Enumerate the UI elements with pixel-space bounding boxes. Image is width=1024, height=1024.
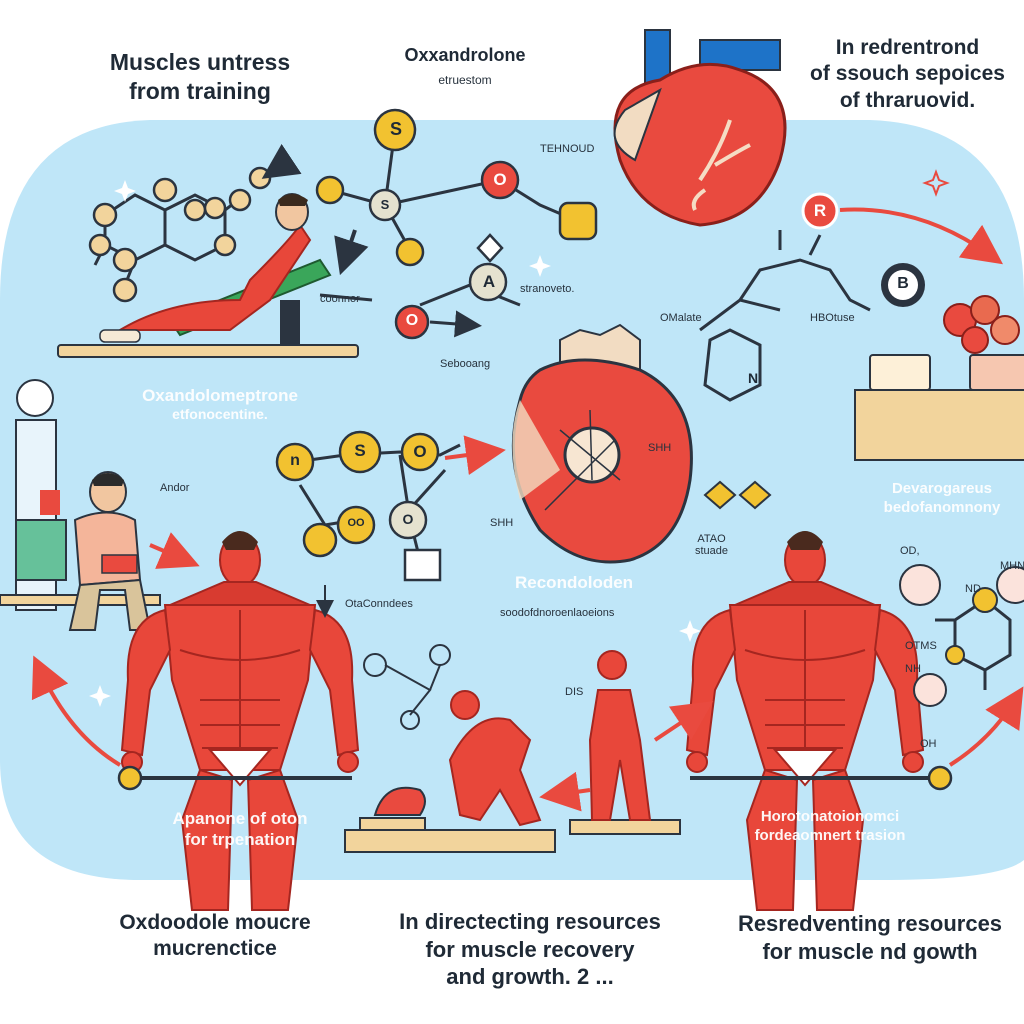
label-coonnor: coonnor: [320, 293, 360, 305]
atoms-center: [275, 430, 442, 582]
atom-label-o2: O: [405, 312, 419, 329]
atoms-right: [899, 564, 1024, 707]
heart-top-illustration: [613, 29, 787, 227]
arrow-center-right: [653, 701, 714, 742]
atoms-top-center: [315, 108, 598, 340]
arrow-small-1: [261, 143, 302, 179]
title-top-center: Oxxandrolone: [404, 45, 526, 65]
atom-label-s-yellow: S: [354, 441, 366, 460]
heart-center-illustration: [511, 323, 693, 564]
cog-cluster: [363, 644, 451, 730]
subtitle-top-center: etruestom: [438, 73, 492, 87]
arrow-cycle-left: [31, 655, 122, 767]
atom-r: [801, 192, 839, 230]
tissue-block-illustration: [854, 295, 1024, 461]
atom-label-b: B: [897, 275, 909, 292]
arrow-small-3: [429, 310, 482, 338]
lab-apparatus-illustration: [0, 379, 161, 611]
atom-label-a: A: [482, 272, 496, 291]
label-otms: OTMS: [905, 640, 937, 652]
label-otacondees: OtaConndees: [345, 598, 413, 610]
arrow-r-to-cells: [839, 207, 1004, 265]
molecule-nodes-top-left: [88, 166, 272, 303]
arrow-center-left: [539, 771, 591, 812]
diamond-pair: [703, 480, 772, 510]
atom-label-n-small: n: [290, 452, 300, 469]
reclining-athlete-illustration: [57, 193, 359, 358]
atom-label-o-gauge: O: [402, 511, 414, 527]
label-dis: DIS: [565, 686, 584, 698]
label-oh: OH: [920, 738, 937, 750]
arrow-molecule-to-heart: [444, 435, 506, 475]
exercise-scene: [344, 650, 681, 853]
label-shh-2: SHH: [490, 517, 514, 529]
sparkles: [89, 180, 701, 707]
label-shh-1: SHH: [648, 442, 672, 454]
atom-label-r: R: [813, 201, 827, 220]
label-omalate: OMalate: [660, 312, 702, 324]
label-hbotuse: HBOtuse: [810, 312, 855, 324]
label-nd: ND: [965, 583, 981, 595]
label-nh: NH: [905, 663, 921, 675]
atom-label-n-ring: N: [747, 370, 759, 386]
atom-label-o-yellow: O: [413, 442, 427, 461]
sparkle-red: [922, 169, 950, 197]
label-sebooang: Sebooang: [440, 358, 491, 370]
label-od: OD,: [900, 545, 920, 557]
label-tehnoud: TEHNOUD: [540, 143, 595, 155]
atom-label-s1: S: [389, 119, 402, 139]
seated-researcher-illustration: [68, 471, 152, 631]
label-mhn: MHN: [1000, 560, 1024, 572]
arrow-cycle-right: [948, 686, 1024, 767]
arrow-small-2: [334, 229, 369, 276]
arrow-lab-to-athlete: [149, 532, 200, 569]
label-stranoveto: stranoveto.: [520, 283, 575, 295]
atom-label-oo: OO: [347, 517, 365, 529]
label-andor: Andor: [160, 482, 190, 494]
atom-label-o1: O: [493, 170, 507, 189]
atom-label-s2: S: [380, 197, 390, 212]
label-recondoloden: Recondoloden: [515, 573, 634, 592]
structure-top-right: [699, 230, 871, 402]
label-sodofdno: soodofdnoroenlaoeions: [500, 607, 615, 619]
